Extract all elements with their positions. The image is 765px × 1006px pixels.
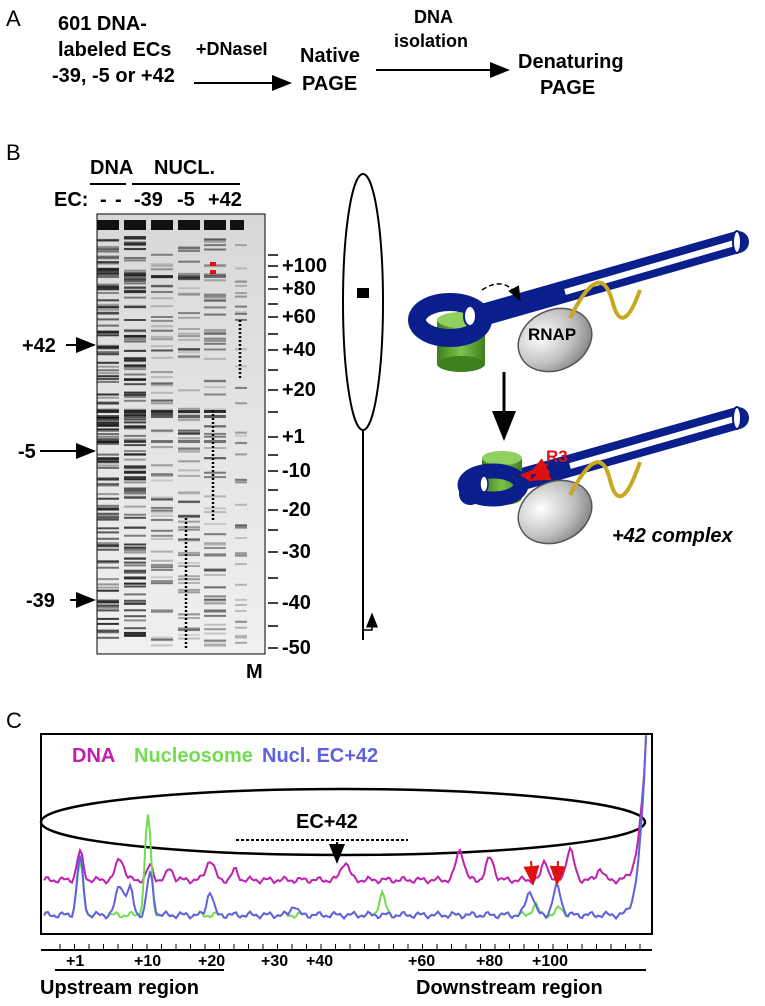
lane-label-1: -: [100, 189, 107, 211]
x-tick-label: +1: [66, 953, 85, 970]
step3-line1: Denaturing: [518, 51, 624, 73]
cartoon-bottom: [457, 406, 749, 545]
scale-label: -20: [282, 499, 311, 521]
header-dna: DNA: [90, 157, 134, 179]
scale-ticks: [268, 254, 278, 649]
x-tick-label: +100: [532, 953, 569, 970]
scale-label: -10: [282, 460, 311, 482]
legend-dna: DNA: [72, 745, 116, 767]
scale-label: +60: [282, 306, 316, 328]
scale-label: -40: [282, 592, 311, 614]
ellipse-label: EC+42: [296, 811, 358, 833]
scale-label: +1: [282, 426, 305, 448]
rnap-label: RNAP: [528, 325, 577, 344]
densitometry-traces: [43, 735, 647, 921]
lane-label-2: -: [115, 189, 122, 211]
left-marker-minus5: -5: [18, 441, 36, 463]
cartoon-top: [408, 230, 749, 373]
x-tick-label: +10: [134, 953, 162, 970]
lane-label-5: +42: [208, 189, 242, 211]
marker-lane-label: M: [246, 661, 263, 683]
panel-a-letter: A: [6, 6, 21, 31]
legend-nucleosome: Nucleosome: [134, 745, 253, 767]
arrow2-label-line2: isolation: [394, 31, 469, 51]
step1-line3: -39, -5 or +42: [52, 65, 175, 87]
step3-line2: PAGE: [540, 77, 596, 99]
scale-label: -50: [282, 637, 311, 659]
step2-line2: PAGE: [302, 73, 358, 95]
left-marker-plus42: +42: [22, 335, 56, 357]
x-tick-label: +40: [306, 953, 334, 970]
step2-line1: Native: [300, 45, 361, 67]
lane-label-3: -39: [134, 189, 163, 211]
header-nucl: NUCL.: [154, 157, 216, 179]
upstream-label: Upstream region: [40, 977, 199, 999]
nucleosome-ellipse: [342, 173, 384, 431]
gel-bands: [97, 220, 247, 647]
step1-line2: labeled ECs: [58, 39, 172, 61]
arrow1-label: +DNaseI: [196, 39, 268, 59]
x-tick-label: +20: [198, 953, 226, 970]
panel-b-letter: B: [6, 140, 21, 165]
x-tick-label: +80: [476, 953, 504, 970]
step1-line1: 601 DNA-: [58, 13, 147, 35]
panel-c-letter: C: [6, 708, 22, 733]
complex-label: +42 complex: [612, 525, 733, 547]
scale-label: +40: [282, 339, 316, 361]
downstream-label: Downstream region: [416, 977, 603, 999]
scale-label: +100: [282, 255, 328, 277]
left-marker-minus39: -39: [26, 590, 55, 612]
legend-nucl-ec42: Nucl. EC+42: [262, 745, 379, 767]
lane-label-4: -5: [177, 189, 195, 211]
scale-label: +80: [282, 278, 316, 300]
ec-label: EC:: [54, 189, 89, 211]
scale-label: +20: [282, 379, 316, 401]
arrow2-label-line1: DNA: [414, 7, 453, 27]
x-axis-ticks: [59, 944, 641, 950]
scale-label: -30: [282, 541, 311, 563]
x-tick-label: +60: [408, 953, 436, 970]
r3-label: R3: [546, 447, 568, 466]
x-tick-label: +30: [261, 953, 289, 970]
